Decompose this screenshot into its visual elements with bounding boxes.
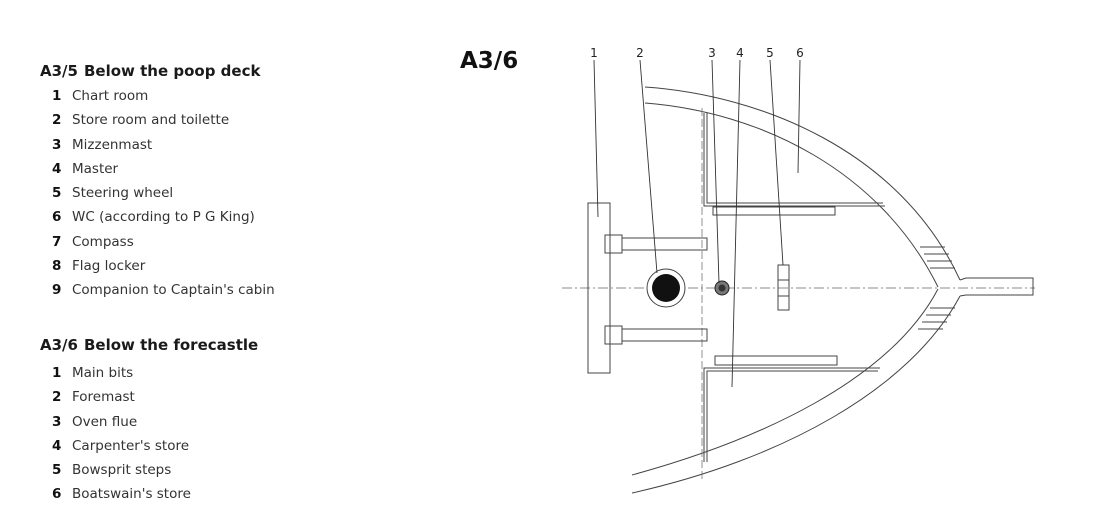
legend-item: 6 WC (according to P G King) [52, 205, 275, 229]
item-label: Carpenter's store [72, 437, 190, 454]
item-label: Oven flue [72, 413, 138, 430]
boatswain-store-bulkhead [703, 113, 885, 207]
item-label: Flag locker [72, 258, 146, 275]
main-bits-block-lower [604, 325, 623, 345]
item-number: 7 [52, 233, 62, 250]
hull-inner-lower [631, 288, 939, 476]
legend-item: 1 Main bits [52, 361, 191, 385]
legend-item: 3 Mizzenmast [52, 133, 275, 157]
legend-item: 4 Master [52, 157, 275, 181]
item-label: Mizzenmast [72, 136, 153, 153]
legend-item: 4 Carpenter's store [52, 434, 191, 458]
hull-inner-upper [644, 102, 939, 288]
carpenter-store-bulkhead [703, 367, 880, 462]
item-number: 6 [52, 209, 62, 226]
hull-hatching [918, 246, 955, 330]
item-number: 3 [52, 136, 62, 153]
callout-4: 4 [736, 46, 744, 60]
main-bits-arm-upper [621, 237, 708, 251]
section-title: Below the poop deck [83, 62, 261, 80]
legend-list-a3-6: 1 Main bits 2 Foremast 3 Oven flue 4 Carpenter'… [52, 361, 191, 507]
callout-5: 5 [766, 46, 774, 60]
legend-item: 5 Bowsprit steps [52, 458, 191, 482]
bowsprit-steps [777, 264, 790, 311]
item-label: Boatswain's store [72, 486, 191, 503]
item-label: Store room and toilette [72, 112, 230, 129]
hull-outer-lower [631, 295, 961, 494]
callout-3: 3 [708, 46, 716, 60]
item-number: 1 [52, 365, 62, 381]
lower-shelf [714, 355, 838, 366]
legend-item: 7 Compass [52, 230, 275, 254]
stem [959, 277, 1034, 297]
callout-leaders [593, 59, 801, 388]
legend-item: 2 Foremast [52, 385, 191, 409]
oven-flue-core [718, 284, 726, 292]
legend-item: 1 Chart room [52, 84, 275, 108]
section-code: A3/5 [40, 62, 78, 80]
legend-item: 9 Companion to Captain's cabin [52, 278, 275, 302]
legend-list-a3-5: 1 Chart room 2 Store room and toilette 3 Mizz… [52, 84, 275, 303]
main-bits-arm-lower [621, 328, 708, 342]
item-number: 5 [52, 185, 62, 202]
item-number: 9 [52, 282, 62, 299]
legend-item: 3 Oven flue [52, 410, 191, 434]
item-number: 4 [52, 437, 62, 454]
item-number: 8 [52, 258, 62, 275]
upper-shelf [712, 206, 836, 216]
item-number: 6 [52, 486, 62, 503]
legend-item: 2 Store room and toilette [52, 108, 275, 132]
item-label: Steering wheel [72, 185, 174, 202]
item-label: Bowsprit steps [72, 462, 172, 479]
item-label: Foremast [72, 389, 135, 406]
item-number: 2 [52, 112, 62, 129]
item-label: Chart room [72, 88, 149, 104]
legend-item: 5 Steering wheel [52, 181, 275, 205]
section-title: Below the forecastle [83, 336, 259, 354]
callout-6: 6 [796, 46, 804, 60]
item-label: Master [72, 160, 119, 177]
legend-item: 6 Boatswain's store [52, 482, 191, 506]
legend-item: 8 Flag locker [52, 254, 275, 278]
foremast-core [652, 274, 680, 302]
item-label: Main bits [72, 365, 134, 381]
item-number: 1 [52, 88, 62, 104]
item-label: Compass [72, 233, 134, 250]
figure-title: A3/6 [460, 48, 519, 74]
item-label: Companion to Captain's cabin [72, 282, 275, 299]
callout-1: 1 [590, 46, 598, 60]
item-number: 5 [52, 462, 62, 479]
main-bits-block-upper [604, 234, 623, 254]
item-number: 3 [52, 413, 62, 430]
section-code: A3/6 [40, 336, 78, 354]
hull-outer-upper [644, 86, 961, 281]
main-bits [587, 202, 611, 374]
callout-labels: 1 2 3 4 5 6 [590, 46, 804, 60]
section-heading-a3-5: A3/5 Below the poop deck [40, 62, 260, 80]
item-number: 4 [52, 160, 62, 177]
item-label: WC (according to P G King) [72, 209, 255, 226]
item-number: 2 [52, 389, 62, 406]
section-heading-a3-6: A3/6 Below the forecastle [40, 336, 258, 354]
callout-2: 2 [636, 46, 644, 60]
